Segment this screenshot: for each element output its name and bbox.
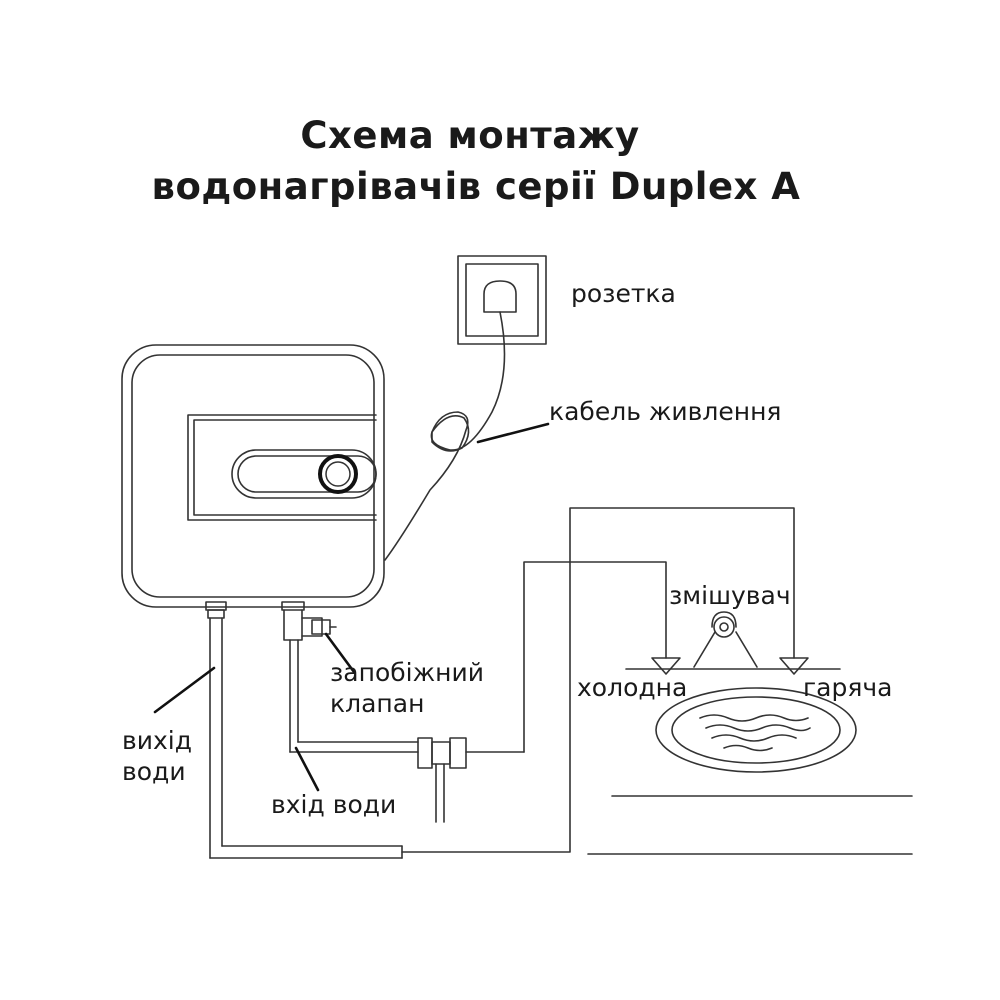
water-outlet-pipe [205, 601, 403, 859]
leader-water-outlet [153, 666, 216, 714]
diagram-title-line2: водонагрівачів серії Duplex A [151, 165, 801, 208]
leader-water-inlet [294, 746, 320, 792]
hot-water-label: гаряча [803, 673, 893, 702]
mixer-icon [625, 611, 841, 675]
wall-socket-icon [457, 255, 547, 345]
cold-water-line [523, 561, 667, 753]
leader-power-cable [476, 422, 550, 444]
water-inlet-label: вхід води [271, 790, 397, 819]
diagram-title-line1: Схема монтажу [300, 114, 640, 157]
safety-valve-label-line1: запобіжний [330, 658, 484, 687]
sink-basin-icon [655, 687, 857, 773]
socket-label: розетка [571, 279, 676, 308]
water-outlet-label-line1: вихід [122, 726, 193, 755]
water-inlet-pipe [289, 737, 525, 823]
safety-valve-icon [281, 601, 337, 753]
water-outlet-label-line2: води [122, 757, 186, 786]
leader-safety-valve [324, 632, 356, 674]
cold-water-label: холодна [577, 673, 688, 702]
water-heater-icon [121, 344, 385, 608]
mixer-label: змішувач [669, 581, 791, 610]
cable-plug-icon [431, 415, 470, 452]
power-cable-label: кабель живлення [549, 397, 782, 426]
hot-water-line [401, 507, 795, 853]
safety-valve-label-line2: клапан [330, 689, 425, 718]
power-cable [384, 311, 506, 561]
